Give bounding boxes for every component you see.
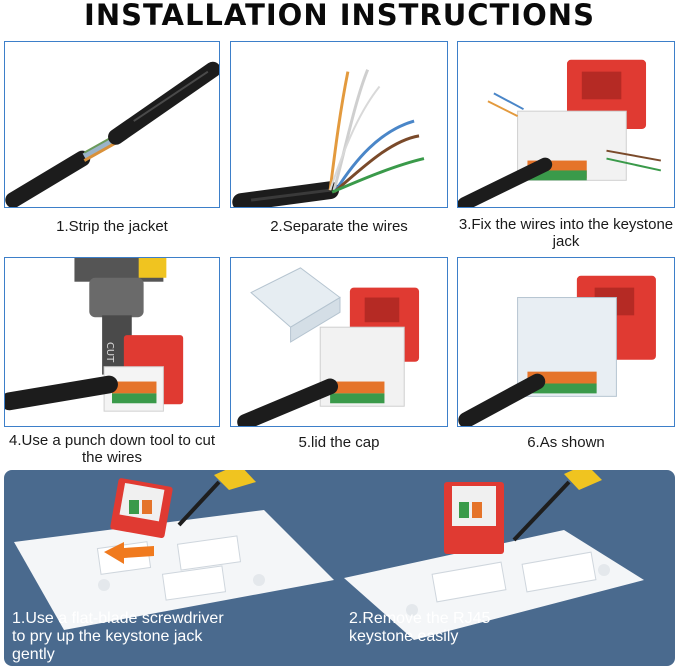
- step-4-caption: 4.Use a punch down tool to cut the wires: [9, 432, 215, 466]
- removal-section: 1.Use a flat-blade screwdriver to pry up…: [4, 470, 675, 666]
- page-title: INSTALLATION INSTRUCTIONS: [84, 0, 595, 32]
- step-1-caption: 1.Strip the jacket: [56, 218, 168, 235]
- step-2-image: [230, 41, 448, 208]
- step-1-image: [4, 41, 220, 208]
- step-5-image: [230, 257, 448, 427]
- step-6-image: [457, 257, 675, 427]
- tool-label: CUT: [104, 342, 115, 363]
- step-2-caption: 2.Separate the wires: [270, 218, 408, 235]
- step-4-image: CUT: [4, 257, 220, 427]
- step-6-caption: 6.As shown: [527, 434, 605, 451]
- arrow-icon: [104, 542, 154, 564]
- left-wall-plate: [14, 510, 334, 630]
- step-5-caption: 5.lid the cap: [298, 434, 380, 451]
- removal-step-1-caption: 1.Use a flat-blade screwdriver to pry up…: [12, 610, 224, 663]
- step-3-image: [457, 41, 675, 208]
- step-3-caption: 3.Fix the wires into the keystone jack: [458, 216, 674, 250]
- removal-step-2-caption: 2.Remove the RJ45 keystone easily: [349, 610, 491, 645]
